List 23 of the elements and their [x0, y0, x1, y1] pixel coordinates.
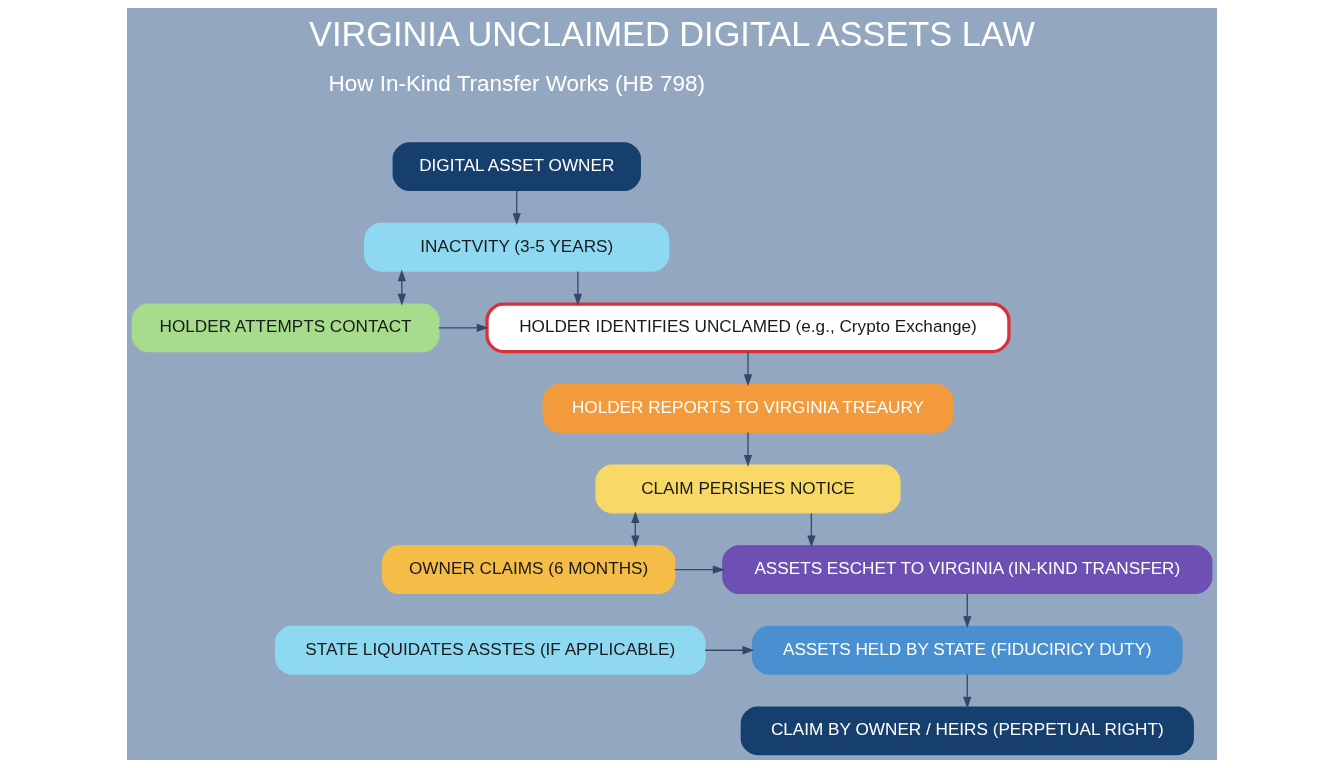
arrow — [704, 646, 755, 655]
node-box: HOLDER IDENTIFIES UNCLAMED (e.g., Crypto Exchange) — [485, 302, 1011, 354]
node-box: HOLDER ATTEMPTS CONTACT — [131, 303, 440, 353]
node-box: ASSETS ESCHET TO VIRGINIA (IN-KIND TRANSFER) — [722, 545, 1213, 595]
arrow — [512, 190, 521, 226]
arrow — [963, 593, 972, 629]
arrow — [743, 431, 753, 467]
node-box: HOLDER REPORTS TO VIRGINIA TREAURY — [542, 384, 954, 433]
arrow — [573, 270, 583, 306]
node-box: STATE LIQUIDATES ASSTES (IF APPLICABLE) — [274, 625, 706, 675]
arrow — [743, 351, 753, 387]
label: How In-Kind Transfer Works (HB 798) — [328, 71, 705, 97]
diagram-title: VIRGINIA UNCLAIMED DIGITAL ASSETS LAW — [309, 15, 1035, 54]
node-box: CLAIM PERISHES NOTICE — [595, 464, 901, 514]
arrow — [438, 323, 489, 333]
arrow — [674, 565, 725, 574]
arrow — [963, 673, 972, 709]
arrow — [807, 512, 816, 548]
node-box: CLAIM BY OWNER / HEIRS (PERPETUAL RIGHT) — [740, 706, 1194, 756]
node-box: ASSETS HELD BY STATE (FIDUCIRICY DUTY) — [751, 625, 1183, 675]
node-box: INACTVITY (3-5 YEARS) — [364, 222, 670, 272]
node-box: DIGITAL ASSET OWNER — [392, 142, 641, 192]
node-box: OWNER CLAIMS (6 MONTHS) — [382, 545, 676, 595]
